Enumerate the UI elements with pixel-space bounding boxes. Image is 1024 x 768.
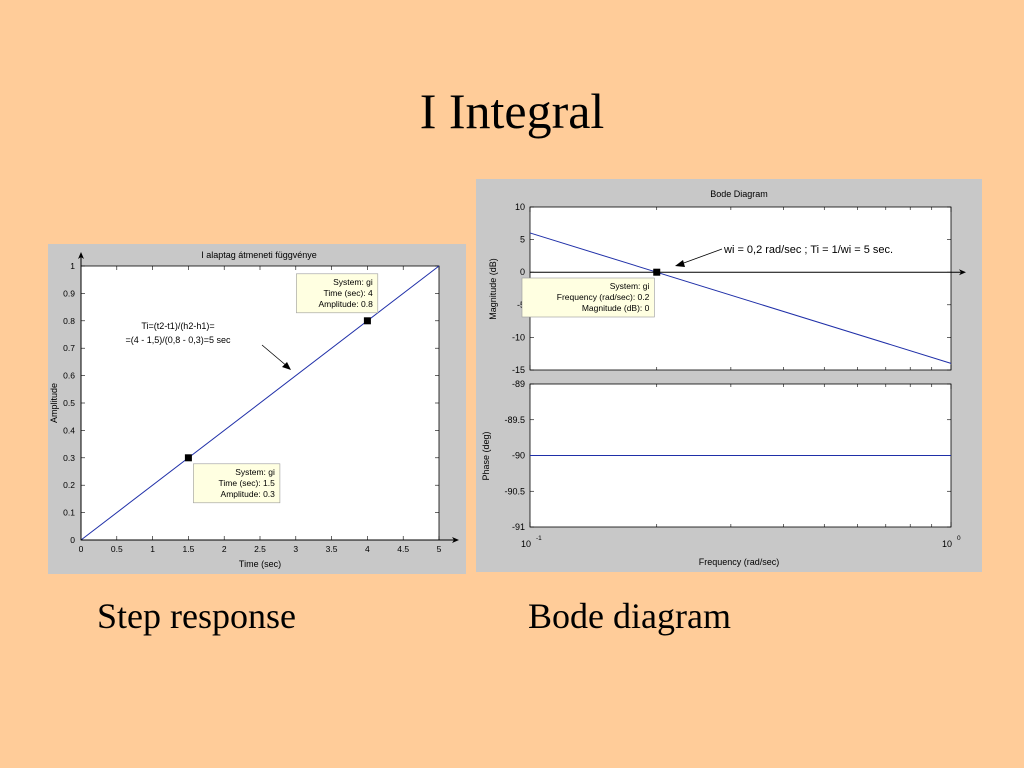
y-tick-label: 0 xyxy=(70,535,75,545)
step-response-figure: 0 0.5 1 1.5 2 2.5 3 3.5 4 4.5 5 0 0.1 0.2 0.3 0.4 0.5 0.6… xyxy=(48,244,466,574)
x-axis-arrowhead xyxy=(452,537,459,543)
x-tick-label: 3 xyxy=(293,544,298,554)
magnitude-y-tick-label: -5 xyxy=(517,300,525,310)
zero-db-arrowhead xyxy=(959,269,966,276)
phase-y-tick-label: -91 xyxy=(512,522,525,532)
bode-figure: 10 -1 10 0 10 5 0 -5 -10 -15 -89 -89.5 -90 -90.5 -91 S… xyxy=(476,179,982,572)
series-line xyxy=(80,265,440,541)
magnitude-y-axis-label: Magnitude (dB) xyxy=(488,258,498,320)
phase-y-tick-label: -89 xyxy=(512,379,525,389)
y-tick-label: 0.5 xyxy=(63,398,75,408)
x-tick-label: 10 xyxy=(521,539,531,549)
datatip-line: Time (sec): 4 xyxy=(324,288,374,298)
chart-title: Bode Diagram xyxy=(710,189,768,199)
x-tick-label: 2 xyxy=(222,544,227,554)
tick-labels: 10 -1 10 0 10 5 0 -5 -10 -15 -89 -89.5 -90 -90.5 -91 xyxy=(504,202,961,549)
magnitude-series-line xyxy=(529,232,952,364)
x-tick-label: 1.5 xyxy=(182,544,194,554)
x-tick-label: 3.5 xyxy=(326,544,338,554)
x-tick-label: 0.5 xyxy=(111,544,123,554)
chart-title: I alaptag átmeneti függvénye xyxy=(201,250,317,260)
datatip-line: System: gi xyxy=(333,277,373,287)
datatip-line: Magnitude (dB): 0 xyxy=(582,303,650,313)
y-tick-label: 1 xyxy=(70,261,75,271)
datatip-line: System: gi xyxy=(610,281,650,291)
phase-y-tick-label: -90 xyxy=(512,451,525,461)
tick-labels: 0 0.5 1 1.5 2 2.5 3 3.5 4 4.5 5 0 0.1 0.2 0.3 0.4 0.5 0.6… xyxy=(63,261,441,554)
datatip-line: System: gi xyxy=(235,467,275,477)
x-tick-exponent: -1 xyxy=(536,535,542,542)
phase-y-tick-label: -90.5 xyxy=(504,486,525,496)
y-axis-arrowhead xyxy=(78,252,84,259)
x-tick-label: 5 xyxy=(437,544,442,554)
y-tick-label: 0.7 xyxy=(63,343,75,353)
y-tick-label: 0.8 xyxy=(63,316,75,326)
datatip-line: Frequency (rad/sec): 0.2 xyxy=(557,292,650,302)
y-tick-label: 0.6 xyxy=(63,371,75,381)
magnitude-y-tick-label: 5 xyxy=(520,235,525,245)
data-marker xyxy=(184,454,192,462)
x-axis-label: Time (sec) xyxy=(239,559,281,569)
annotation-arrowhead xyxy=(675,260,685,267)
x-tick-exponent: 0 xyxy=(957,535,961,542)
phase-y-tick-label: -89.5 xyxy=(504,415,525,425)
x-tick-label: 1 xyxy=(150,544,155,554)
annotation: Ti=(t2-t1)/(h2-h1)= =(4 - 1,5)/(0,8 - 0,3… xyxy=(125,321,291,370)
y-axis-label: Amplitude xyxy=(49,383,59,423)
annotation-line: =(4 - 1,5)/(0,8 - 0,3)=5 sec xyxy=(125,335,231,345)
x-tick-label: 2.5 xyxy=(254,544,266,554)
annotation: wi = 0,2 rad/sec ; Ti = 1/wi = 5 sec. xyxy=(675,244,893,267)
y-tick-label: 0.2 xyxy=(63,480,75,490)
axis-arrows xyxy=(530,269,966,276)
annotation-text: wi = 0,2 rad/sec ; Ti = 1/wi = 5 sec. xyxy=(723,244,893,256)
annotation-arrowhead xyxy=(282,362,291,370)
y-tick-label: 0.4 xyxy=(63,425,75,435)
magnitude-y-tick-label: -15 xyxy=(512,365,525,375)
axis-arrows xyxy=(78,252,459,543)
step-response-caption: Step response xyxy=(97,596,296,636)
annotation-arrow-line xyxy=(680,248,723,265)
datatip-line: Amplitude: 0.3 xyxy=(221,489,276,499)
tick-marks xyxy=(529,206,952,528)
datatip-line: Time (sec): 1.5 xyxy=(219,478,276,488)
y-tick-label: 0.9 xyxy=(63,288,75,298)
slide-title: I Integral xyxy=(419,83,605,139)
data-marker xyxy=(363,317,371,325)
y-tick-label: 0.1 xyxy=(63,508,75,518)
x-axis-label: Frequency (rad/sec) xyxy=(699,557,780,567)
datatip-line: Amplitude: 0.8 xyxy=(318,299,373,309)
bode-diagram-caption: Bode diagram xyxy=(528,596,731,636)
x-tick-label: 4.5 xyxy=(397,544,409,554)
datatip-box xyxy=(521,277,655,318)
annotation-arrow-line xyxy=(261,344,289,368)
x-tick-label: 4 xyxy=(365,544,370,554)
datatip-box xyxy=(193,463,281,504)
data-marker xyxy=(653,268,661,276)
magnitude-y-tick-label: 0 xyxy=(520,267,525,277)
magnitude-y-tick-label: 10 xyxy=(515,202,525,212)
x-tick-label: 0 xyxy=(79,544,84,554)
y-tick-label: 0.3 xyxy=(63,453,75,463)
magnitude-y-tick-label: -10 xyxy=(512,332,525,342)
annotation-line: Ti=(t2-t1)/(h2-h1)= xyxy=(141,321,214,331)
datatip-box xyxy=(296,273,379,314)
phase-y-axis-label: Phase (deg) xyxy=(481,431,491,480)
x-tick-label: 10 xyxy=(942,539,952,549)
